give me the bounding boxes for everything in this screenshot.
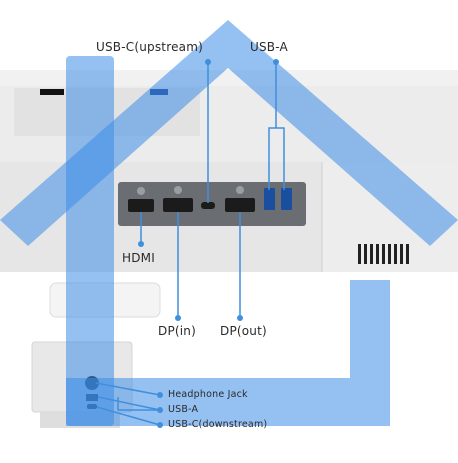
bottom-bar-overlay bbox=[66, 280, 390, 426]
usb-a-top-label: USB-A bbox=[250, 40, 288, 54]
dp-out-port bbox=[225, 198, 255, 212]
usb-a-port-1 bbox=[264, 188, 275, 210]
chevron-overlay-shape bbox=[0, 20, 458, 246]
hdmi-port bbox=[128, 199, 154, 212]
dp-in-port bbox=[163, 198, 193, 212]
hdmi-label: HDMI bbox=[122, 251, 155, 265]
vent-grille bbox=[358, 244, 409, 264]
left-column-overlay bbox=[66, 56, 114, 426]
callout-dots bbox=[138, 59, 279, 428]
usb-c-upstream-port bbox=[201, 202, 215, 209]
dp-in-label: DP(in) bbox=[158, 324, 196, 338]
dp-out-label: DP(out) bbox=[220, 324, 267, 338]
usb-a-port-2 bbox=[281, 188, 292, 210]
usb-c-upstream-label: USB-C(upstream) bbox=[96, 40, 203, 54]
headphone-jack-label: Headphone Jack bbox=[168, 389, 248, 400]
highlight-overlay bbox=[0, 20, 458, 426]
callout-lines bbox=[95, 62, 285, 426]
usb-c-downstream-label: USB-C(downstream) bbox=[168, 419, 268, 430]
vent-slot bbox=[40, 89, 64, 95]
monitor-top-edge bbox=[0, 70, 458, 88]
usb-a-side-label: USB-A bbox=[168, 404, 199, 415]
